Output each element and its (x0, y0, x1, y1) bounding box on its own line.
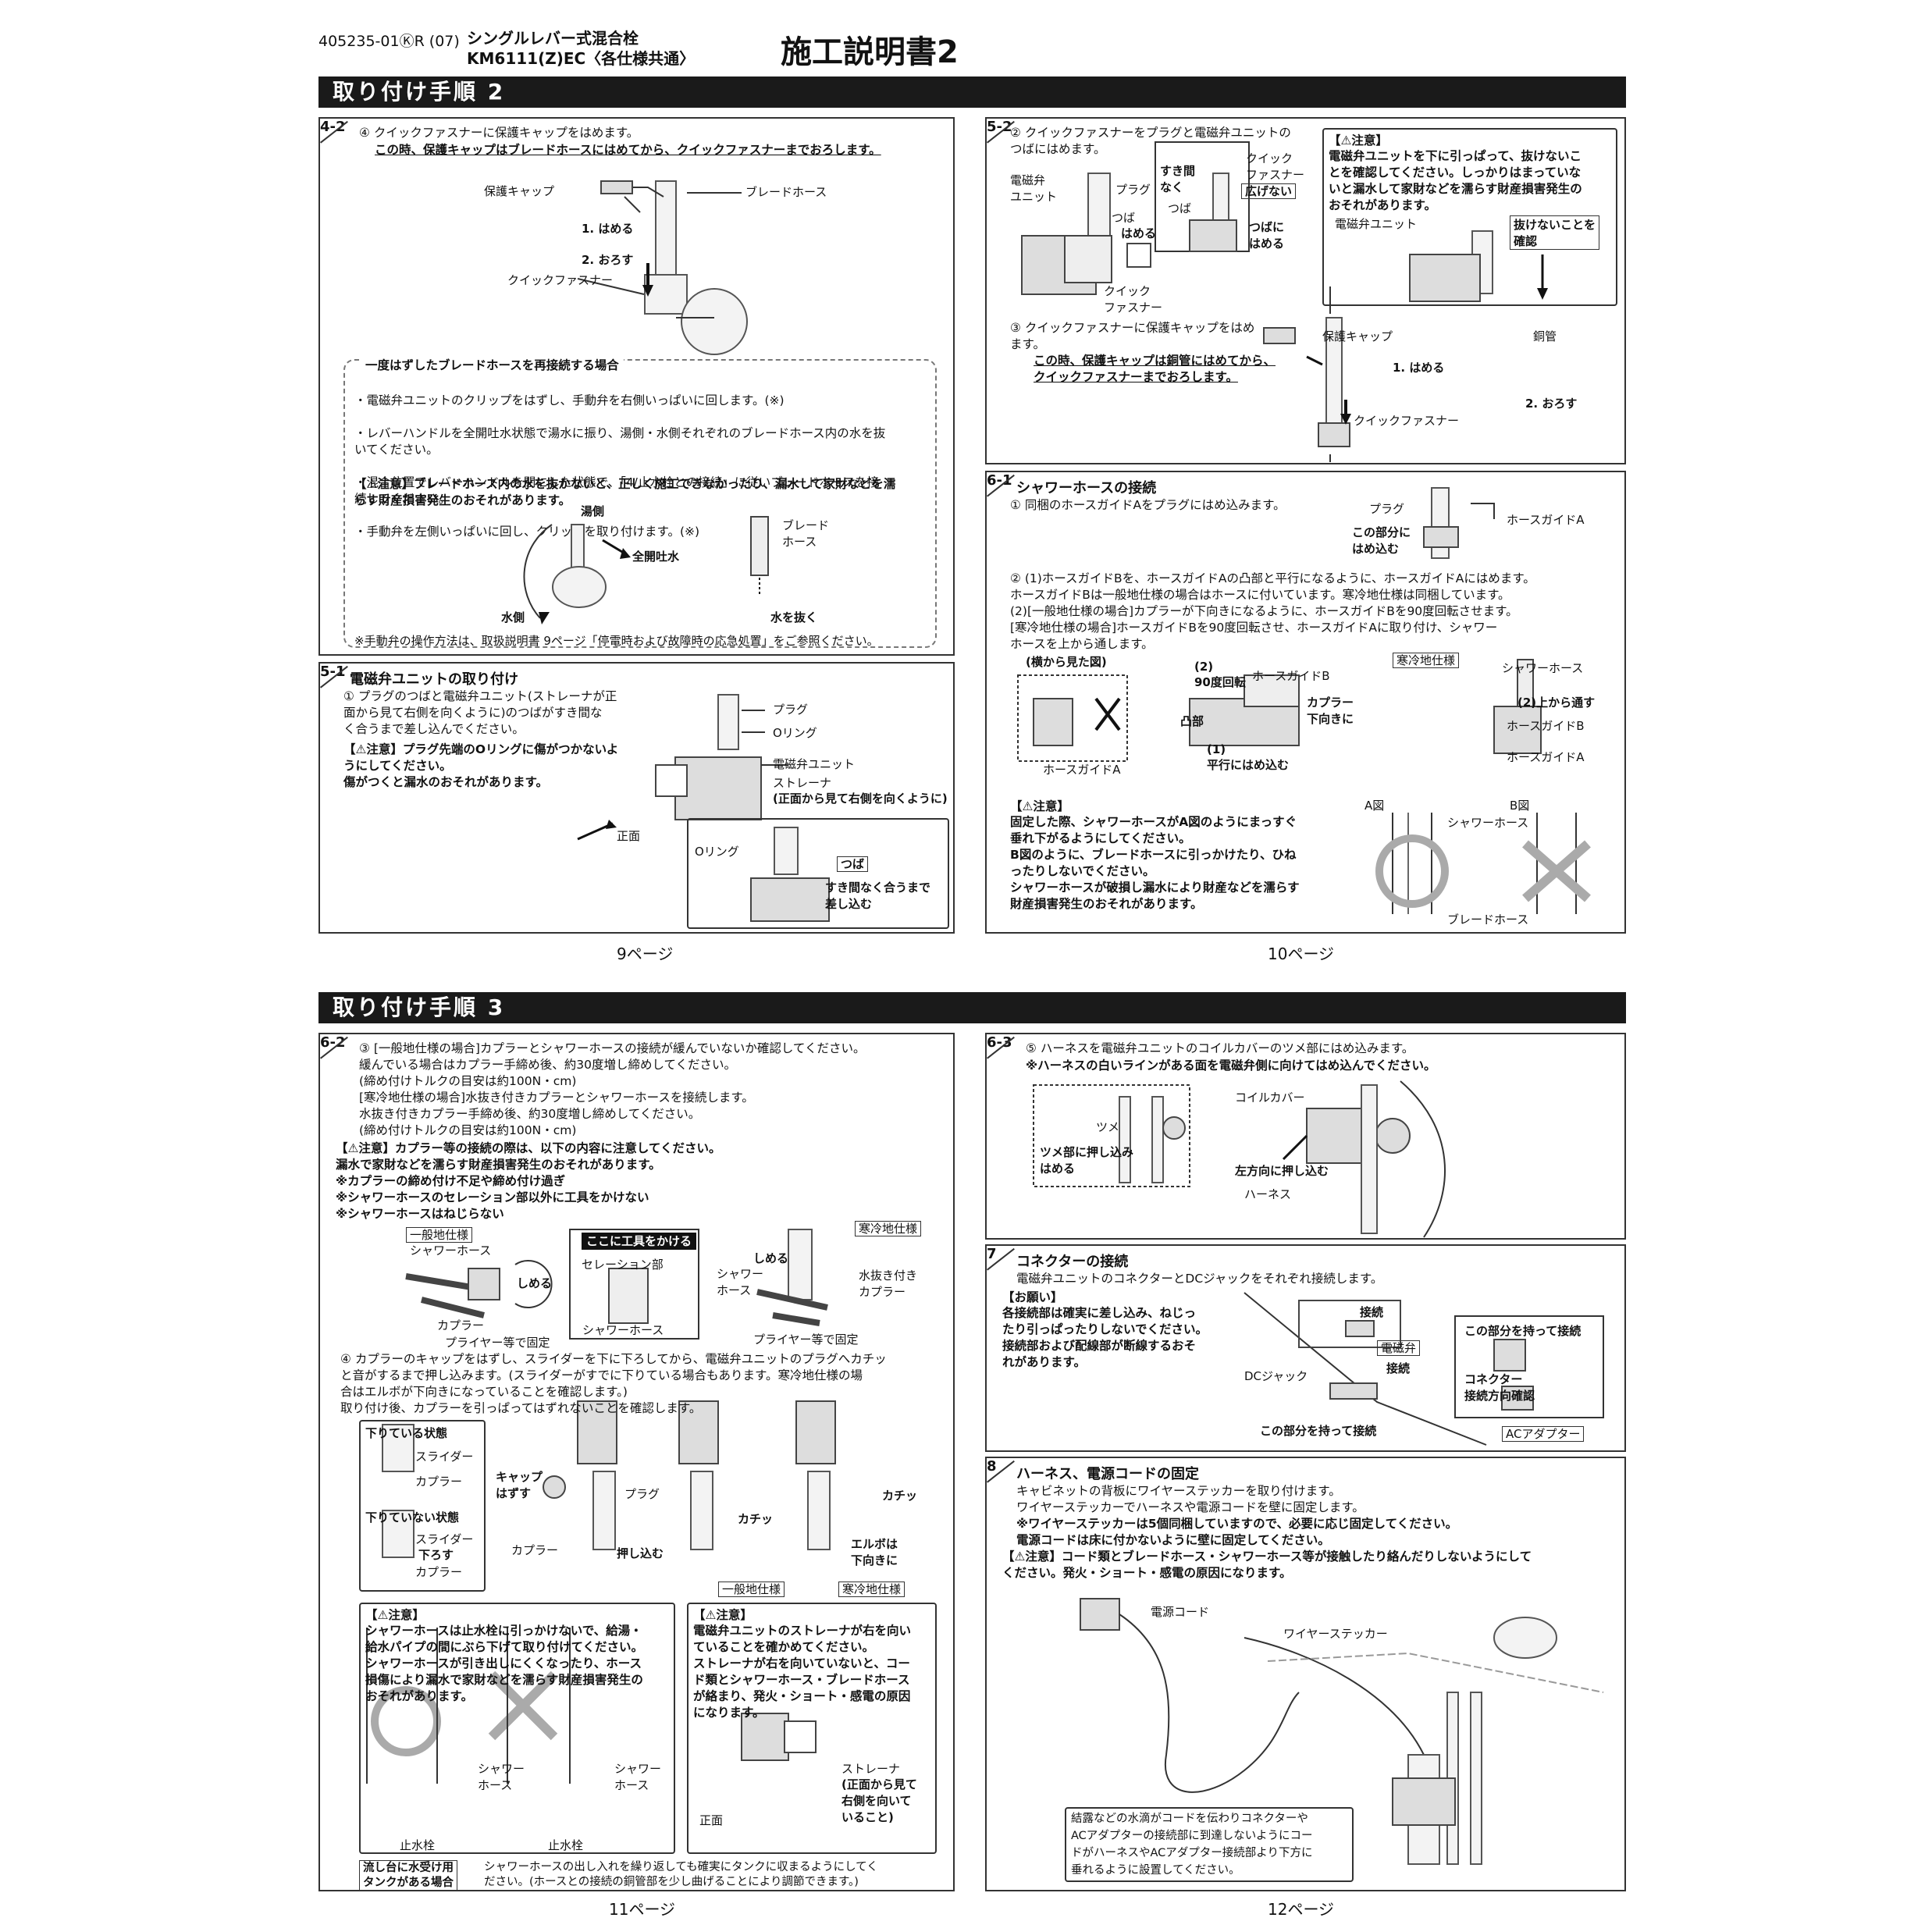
insert-detail: Oリング つば すき間なく合うまで 差し込む (687, 818, 949, 929)
section-heading-2: 取り付け手順 2 (318, 76, 1626, 108)
reconnect-steps: ・電磁弁ユニットのクリップをはずし、手動弁を右側いっぱいに回します。(※) ・レ… (354, 393, 886, 539)
document-code: 405235-01ⓀR (07) (318, 33, 460, 50)
step-6-3-panel: 6-3 ⑤ ハーネスを電磁弁ユニットのコイルカバーのツメ部にはめ込みます。 ※ハ… (985, 1033, 1626, 1240)
section-heading-3: 取り付け手順 3 (318, 992, 1626, 1023)
harness-illustration (1033, 1080, 1446, 1238)
step-5-2-panel: 5-2 ② クイックファスナーをプラグと電磁弁ユニットの つばにはめます。 電磁… (985, 117, 1626, 464)
page-number-12: 12ページ (1268, 1900, 1335, 1919)
hose-hang-caution: 【⚠注意】 シャワーホースは止水栓に引っかけないで、給湯・ 給水パイプの間にぶら… (359, 1603, 675, 1854)
slider-state-box: 下りている状態 スライダー カプラー 下りていない状態 スライダー 下ろす カプ… (359, 1420, 486, 1592)
coupler-illustrations (366, 1229, 836, 1784)
condensation-note: 結露などの水滴がコードを伝わりコネクターや ACアダプターの接続部に到達しないよ… (1065, 1807, 1354, 1882)
step-5-1-panel: 5-1 電磁弁ユニットの取り付け ① プラグのつばと電磁弁ユニット(ストレーナが… (318, 662, 955, 934)
step-7-panel: 7 コネクターの接続 電磁弁ユニットのコネクターとDCジャックをそれぞれ接続しま… (985, 1244, 1626, 1452)
hose-guide-illustration (1017, 487, 1542, 762)
strainer-caution: 【⚠注意】 電磁弁ユニットのストレーナが右を向い ていることを確かめてください。… (687, 1603, 937, 1854)
cap-install-illustration (577, 180, 748, 355)
solenoid-unit-illustration (577, 694, 788, 841)
document-title: 施工説明書2 (781, 34, 959, 70)
step-8-panel: 8 ハーネス、電源コードの固定 キャビネットの背板にワイヤーステッカーを取り付け… (985, 1457, 1626, 1891)
cord-fixing-illustration (1080, 1598, 1604, 1865)
tank-note: 流し台に水受け用 タンクがある場合 シャワーホースの出し入れを繰り返しても確実に… (359, 1860, 937, 1891)
quick-fastener-illustration (1021, 141, 1351, 462)
step-tag: 4-2 (320, 119, 347, 142)
step-6-1-panel: 6-1 シャワーホースの接続 ① 同梱のホースガイドAをプラグにはめ込みます。 … (985, 471, 1626, 934)
pull-check-note: 【⚠注意】 電磁弁ユニットを下に引っぱって、抜けないこ とを確認してください。し… (1322, 128, 1617, 306)
step-4-2-panel: 4-2 ④ クイックファスナーに保護キャップをはめます。 この時、保護キャップは… (318, 117, 955, 656)
reconnect-note: 一度はずしたブレードホースを再接続する場合 ・電磁弁ユニットのクリップをはずし、… (343, 358, 937, 648)
page-number-10: 10ページ (1268, 945, 1335, 963)
step-6-2-panel: 6-2 ③ [一般地仕様の場合]カプラーとシャワーホースの接続が緩んでいないか確… (318, 1033, 955, 1891)
product-name: シングルレバー式混合栓 KM6111(Z)EC〈各仕様共通〉 (467, 29, 696, 68)
caution-text: 【⚠注意】ブレードホース内の水を抜かないと、正しく施工できなかったり、漏水して家… (354, 477, 896, 507)
lever-illustration (523, 516, 769, 624)
hose-position-figures: A図 B図 シャワーホース ブレードホース (1361, 797, 1619, 928)
page-number-11: 11ページ (609, 1900, 676, 1919)
page-number-9: 9ページ (617, 945, 674, 963)
connector-illustration (1244, 1292, 1604, 1446)
